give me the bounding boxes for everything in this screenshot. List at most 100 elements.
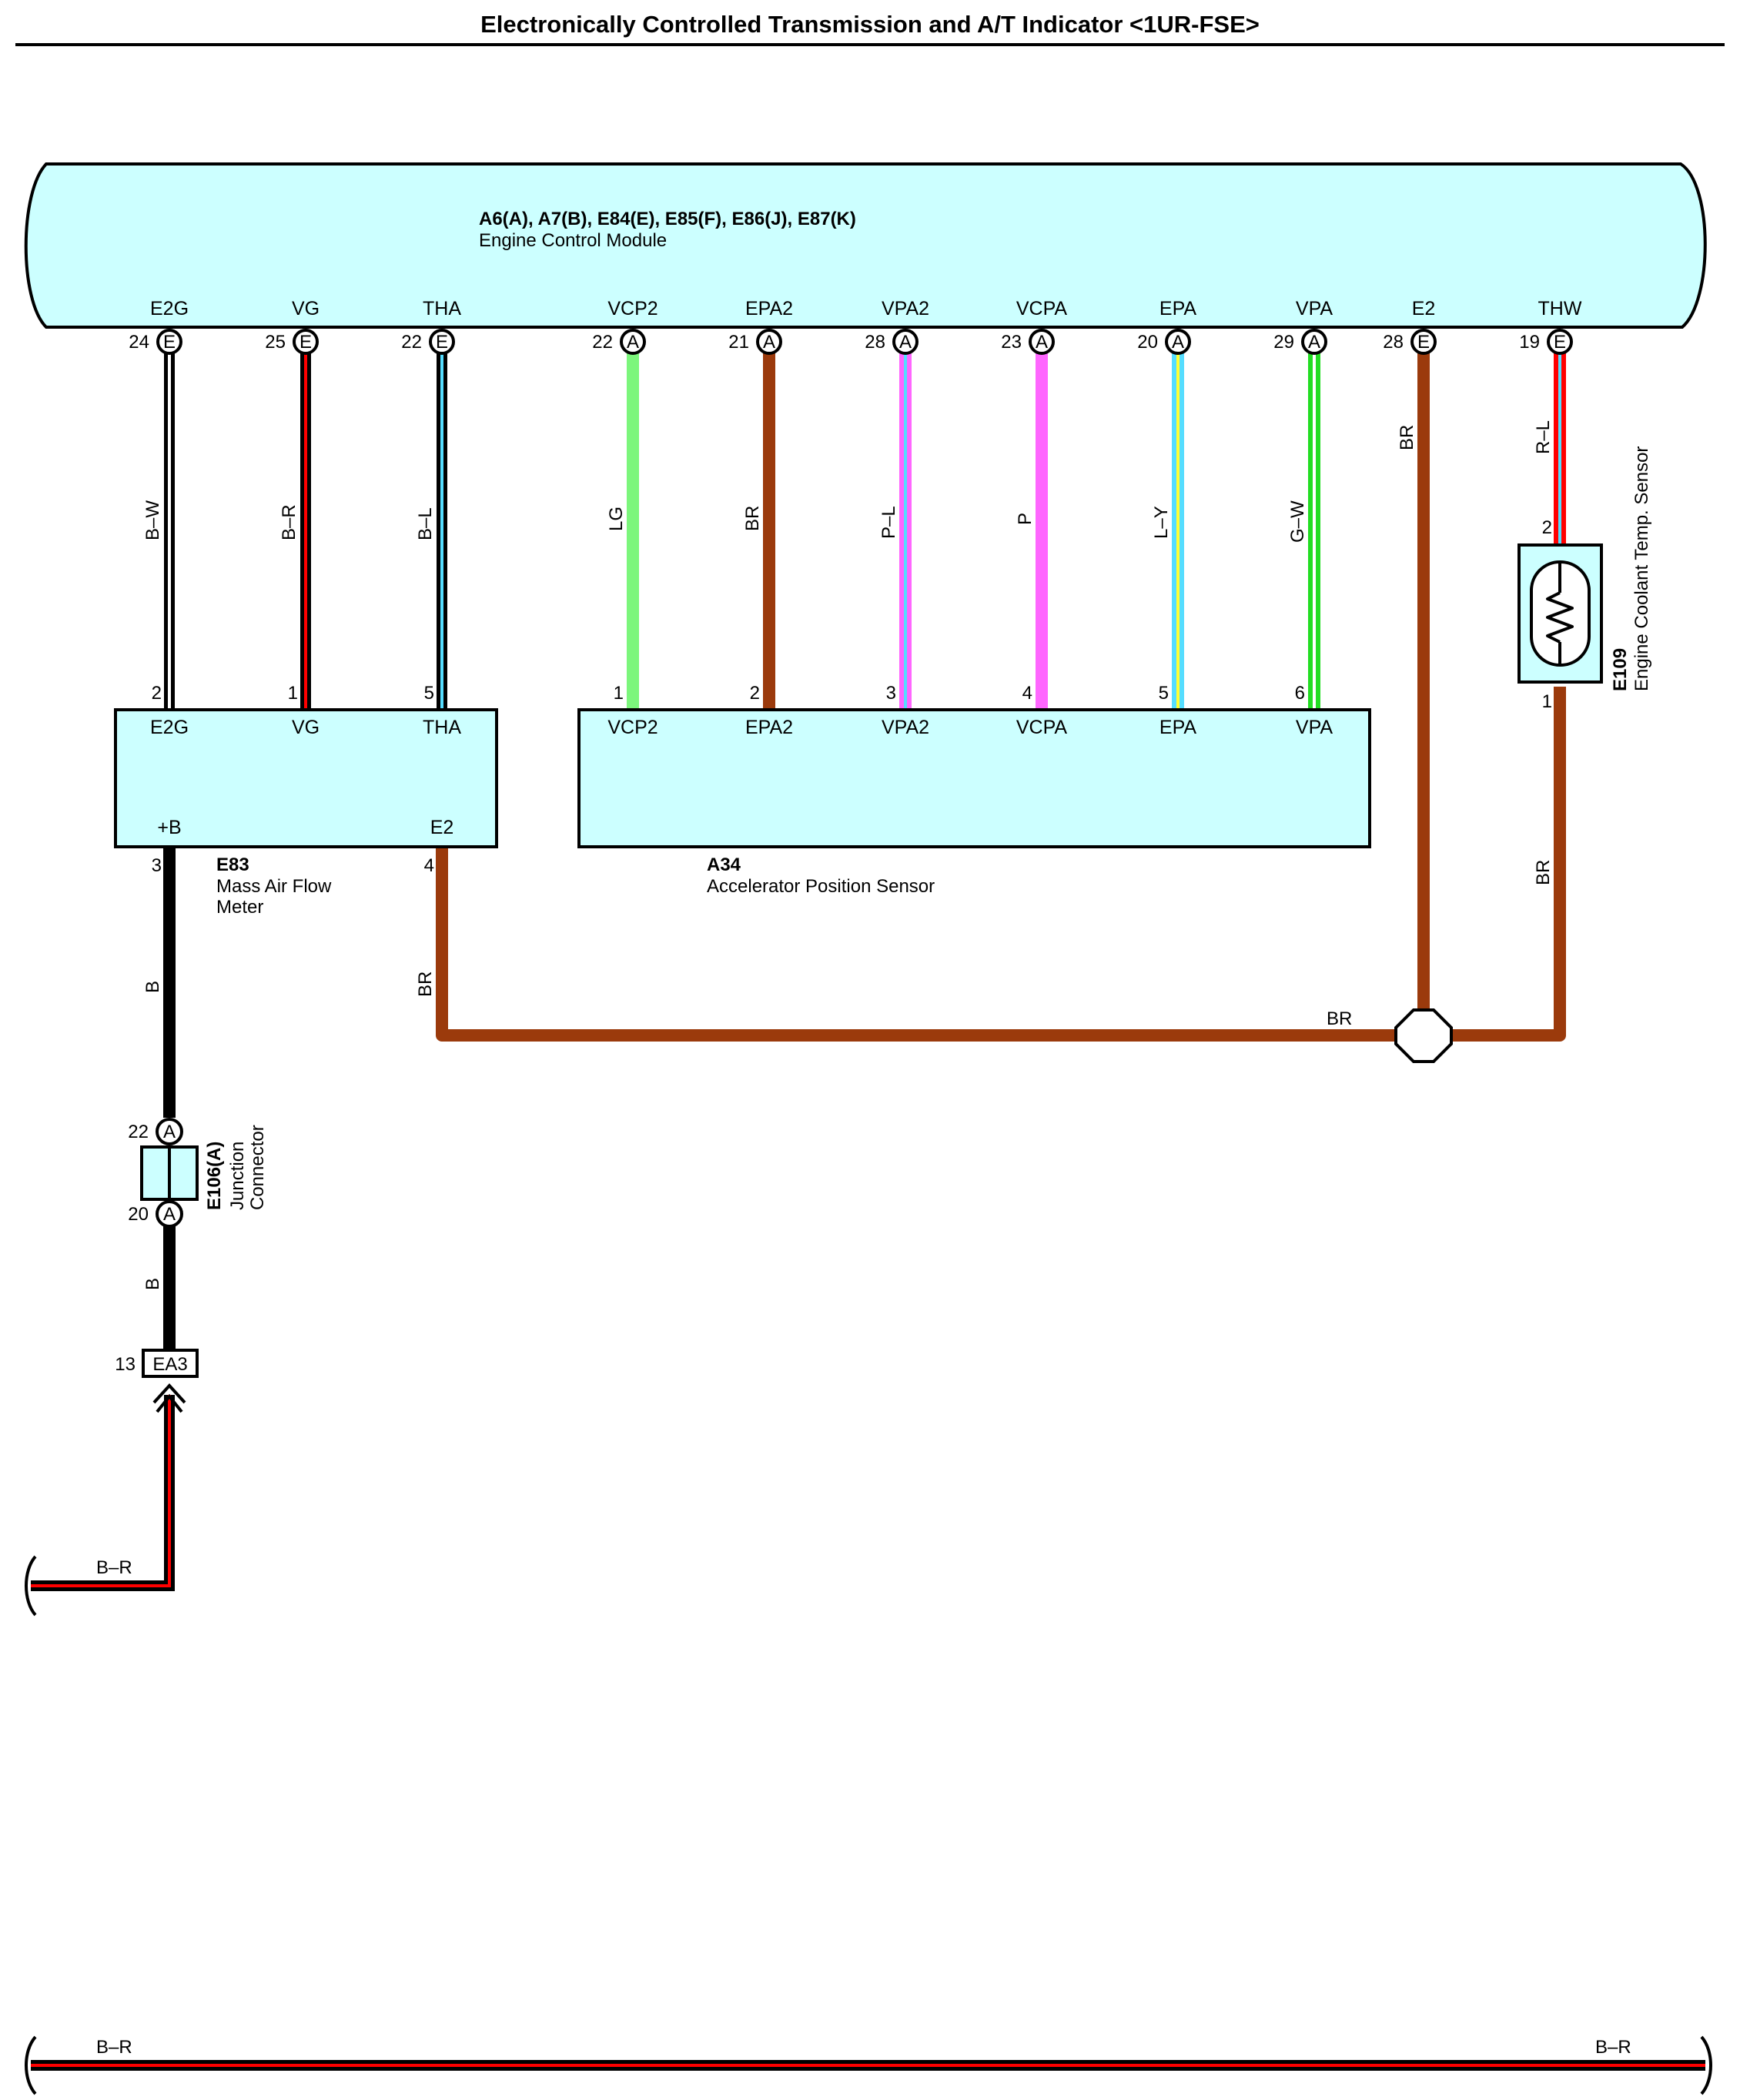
wire-label-b-r-feed: B–R [96,1557,132,1578]
ecm-pin-num: 22 [592,332,613,353]
ecm-pin-conn: A [763,332,775,353]
ecm-connectors-label: A6(A), A7(B), E84(E), E85(F), E86(J), E8… [479,209,856,229]
wire-label-br-maf-e2: BR [415,971,436,997]
wire-label-b-l: B–L [415,507,436,540]
maf-terminal-e2: E2 [430,817,454,838]
junction-pin-conn: A [163,1122,176,1142]
aps-code: A34 [707,854,741,875]
ecm-pin-num: 19 [1519,332,1540,353]
junction-pin-num: 20 [128,1204,149,1225]
ea3-chevron-icon [152,1383,186,1413]
maf-terminal-plus-b: +B [157,817,181,838]
wire-label-b-w: B–W [142,500,163,540]
aps-terminal-epa: EPA [1159,717,1196,738]
ecm-box [24,162,1707,329]
ecm-terminal-epa: EPA [1159,298,1196,319]
junction-pin-top: A 22 [128,1118,183,1145]
maf-terminal-vg: VG [292,717,320,738]
ecm-pin-epa: A 20 [1137,329,1191,355]
ecm-pin-conn: E [299,332,312,353]
page-title: Electronically Controlled Transmission a… [480,11,1260,38]
ecm-name-label: Engine Control Module [479,230,667,251]
coolant-name: Engine Coolant Temp. Sensor [1631,446,1652,691]
ecm-terminal-tha: THA [423,298,461,319]
aps-name: Accelerator Position Sensor [707,876,935,897]
ea3-connector [142,1349,199,1378]
coolant-pin-top: 2 [1542,517,1552,538]
ecm-pin-thw: E 19 [1519,329,1573,355]
ecm-pin-conn: A [627,332,639,353]
ea3-pin-num: 13 [115,1354,136,1375]
ecm-pin-vg: E 25 [265,329,319,355]
maf-box [114,708,498,848]
accel-sensor-box [577,708,1371,848]
ground-splice-point [1394,1008,1453,1063]
ecm-terminal-e2g: E2G [150,298,189,319]
ecm-pin-vpa: A 29 [1273,329,1327,355]
junction-pin-conn: A [163,1204,176,1225]
wire-label-br-coolant: BR [1533,860,1554,885]
wire-label-ground-bus: BR [1327,1008,1352,1029]
aps-pin-num: 3 [886,683,896,704]
wire-b-r-bus [25,2035,1712,2095]
ecm-pin-tha: E 22 [401,329,455,355]
wire-label-p-l: P–L [878,506,899,539]
ecm-pin-num: 25 [265,332,286,353]
ecm-pin-conn: E [163,332,176,353]
ecm-pin-e2: E 28 [1383,329,1437,355]
ecm-pin-conn: E [1417,332,1430,353]
maf-code: E83 [216,854,249,875]
wire-label-r-l: R–L [1533,420,1554,454]
aps-terminal-vpa: VPA [1296,717,1333,738]
maf-name-line2: Meter [216,897,263,918]
ecm-pin-conn: E [1554,332,1566,353]
wire-label-b-upper: B [142,981,163,993]
ecm-pin-num: 21 [728,332,749,353]
ecm-pin-e2g: E 24 [129,329,182,355]
ecm-pin-conn: E [436,332,448,353]
ea3-label: EA3 [152,1354,187,1375]
ecm-pin-num: 28 [865,332,885,353]
wire-label-lg: LG [606,507,627,531]
aps-pin-num: 4 [1022,683,1032,704]
ecm-terminal-vpa2: VPA2 [882,298,929,319]
ecm-pin-conn: A [899,332,912,353]
aps-pin-num: 2 [750,683,760,704]
ecm-pin-conn: A [1172,332,1184,353]
ecm-terminal-vg: VG [292,298,320,319]
wire-b-r-feed [25,1395,175,1617]
wire-label-b-r-bus-left: B–R [96,2037,132,2058]
maf-terminal-e2g: E2G [150,717,189,738]
aps-terminal-epa2: EPA2 [745,717,793,738]
maf-pin-num: 5 [424,683,434,704]
coolant-sensor [1517,543,1603,684]
ecm-pin-vcp2: A 22 [592,329,646,355]
maf-pin-num: 4 [424,855,434,876]
ecm-terminal-vpa: VPA [1296,298,1333,319]
junction-name-line1: Junction [227,1142,248,1210]
wire-label-g-w: G–W [1287,500,1308,543]
junction-pin-bottom: A 20 [128,1200,183,1228]
aps-pin-num: 6 [1295,683,1305,704]
wire-label-b-lower: B [142,1278,163,1290]
ecm-pin-num: 28 [1383,332,1404,353]
ecm-pin-conn: A [1308,332,1320,353]
ecm-pin-vcpa: A 23 [1001,329,1055,355]
junction-code: E106(A) [204,1142,225,1210]
aps-terminal-vcp2: VCP2 [607,717,658,738]
maf-pin-num: 2 [152,683,162,704]
ecm-terminal-vcp2: VCP2 [607,298,658,319]
ecm-pin-conn: A [1036,332,1048,353]
ecm-terminal-epa2: EPA2 [745,298,793,319]
wire-label-b-r: B–R [279,504,299,540]
thermistor-icon [1546,591,1574,644]
ecm-pin-num: 20 [1137,332,1158,353]
ecm-pin-num: 29 [1273,332,1294,353]
wire-label-br-epa2: BR [742,506,763,531]
wire-label-br-e2: BR [1397,425,1417,450]
aps-pin-num: 1 [614,683,624,704]
junction-name-line2: Connector [247,1125,268,1210]
coolant-code: E109 [1610,648,1631,691]
ecm-terminal-vcpa: VCPA [1016,298,1068,319]
